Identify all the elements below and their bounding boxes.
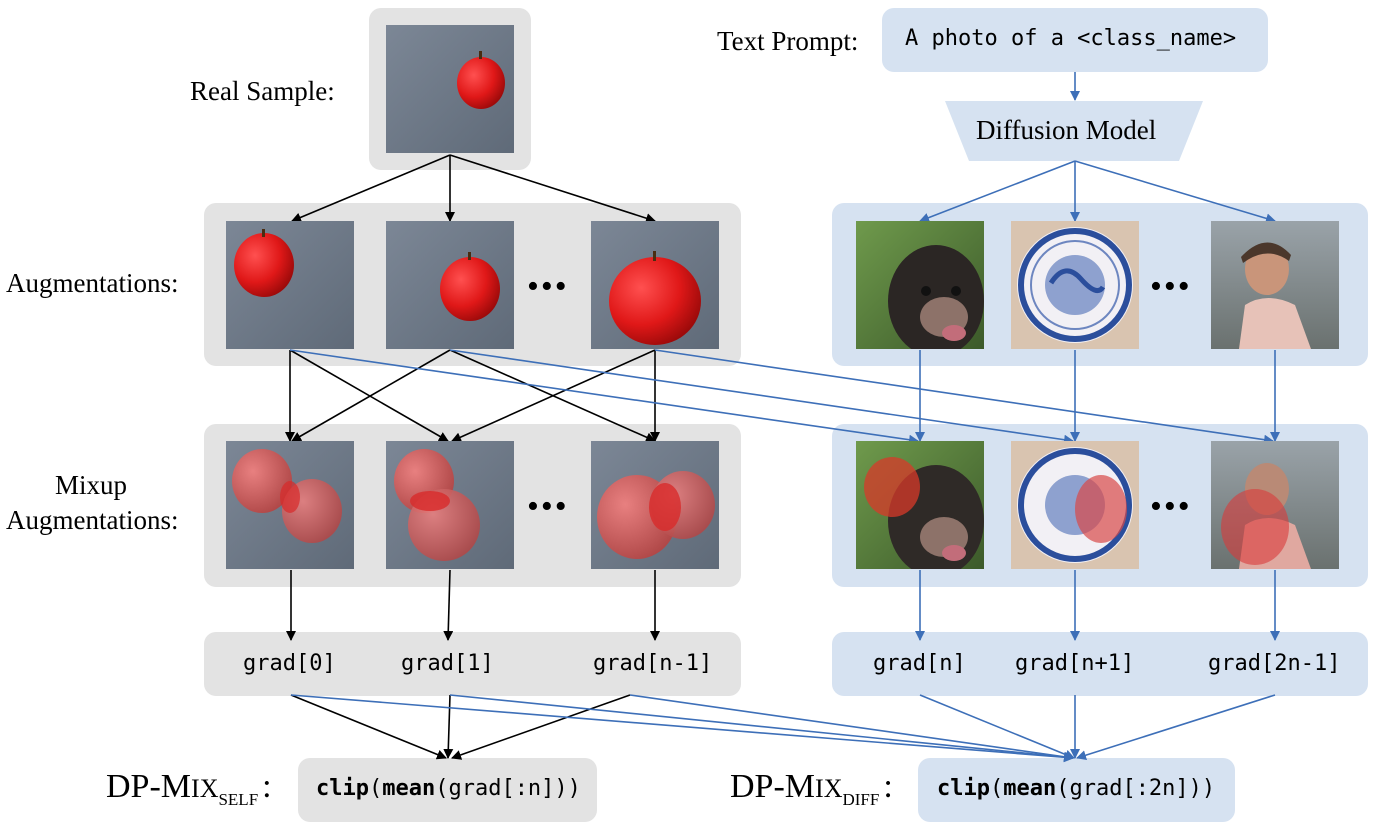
diffusion-plate-image — [1011, 221, 1139, 349]
dp-mix-diff-title: DP-MIXDIFF: — [730, 768, 893, 809]
text-prompt-label: Text Prompt: — [717, 26, 859, 56]
augmentation-apple-image-1 — [226, 221, 354, 349]
real-sample-apple-image — [386, 25, 514, 153]
diffusion-model-label: Diffusion Model — [976, 115, 1157, 145]
diffusion-child-image — [1211, 221, 1339, 349]
mixup-label-line2: Augmentations: — [6, 505, 179, 535]
diffusion-chimp-image — [856, 221, 984, 349]
augmentations-label: Augmentations: — [6, 268, 179, 298]
dp-mix-self-formula: clip(mean(grad[:n])) — [316, 776, 581, 801]
grad-label-n-1: grad[n-1] — [593, 651, 713, 676]
diffusion-model-box — [945, 101, 1203, 161]
mixup-diffusion-ellipsis: ••• — [1150, 488, 1192, 525]
dp-mix-diff-formula: clip(mean(grad[:2n])) — [937, 776, 1216, 801]
mixup-label-line1: Mixup — [55, 470, 128, 500]
mixup-plate-image — [1011, 441, 1139, 569]
augmentation-apple-image-3 — [591, 221, 719, 349]
grads-right-panel — [832, 632, 1368, 696]
real-sample-label: Real Sample: — [190, 76, 335, 106]
mixup-apple-image-1 — [226, 441, 354, 569]
prompt-panel — [882, 8, 1268, 72]
dp-self-panel — [298, 758, 597, 822]
augmentation-apple-image-2 — [386, 221, 514, 349]
mixup-ellipsis: ••• — [527, 488, 569, 525]
grad-label-n: grad[n] — [873, 651, 966, 676]
mixup-apple-image-3 — [591, 441, 719, 569]
grad-label-n+1: grad[n+1] — [1015, 651, 1135, 676]
dp-mix-self-title: DP-MIXSELF: — [106, 768, 272, 809]
mixup-child-image — [1211, 441, 1339, 569]
grad-label-0: grad[0] — [243, 651, 336, 676]
augmentations-ellipsis: ••• — [527, 268, 569, 305]
mixup-chimp-image — [856, 441, 984, 569]
grad-label-1: grad[1] — [401, 651, 494, 676]
grad-label-2n-1: grad[2n-1] — [1208, 651, 1341, 676]
text-prompt-value: A photo of a <class_name> — [905, 26, 1237, 51]
grads-left-panel — [204, 632, 741, 696]
dp-diff-panel — [918, 758, 1235, 822]
mixup-apple-image-2 — [386, 441, 514, 569]
diffusion-ellipsis: ••• — [1150, 268, 1192, 305]
